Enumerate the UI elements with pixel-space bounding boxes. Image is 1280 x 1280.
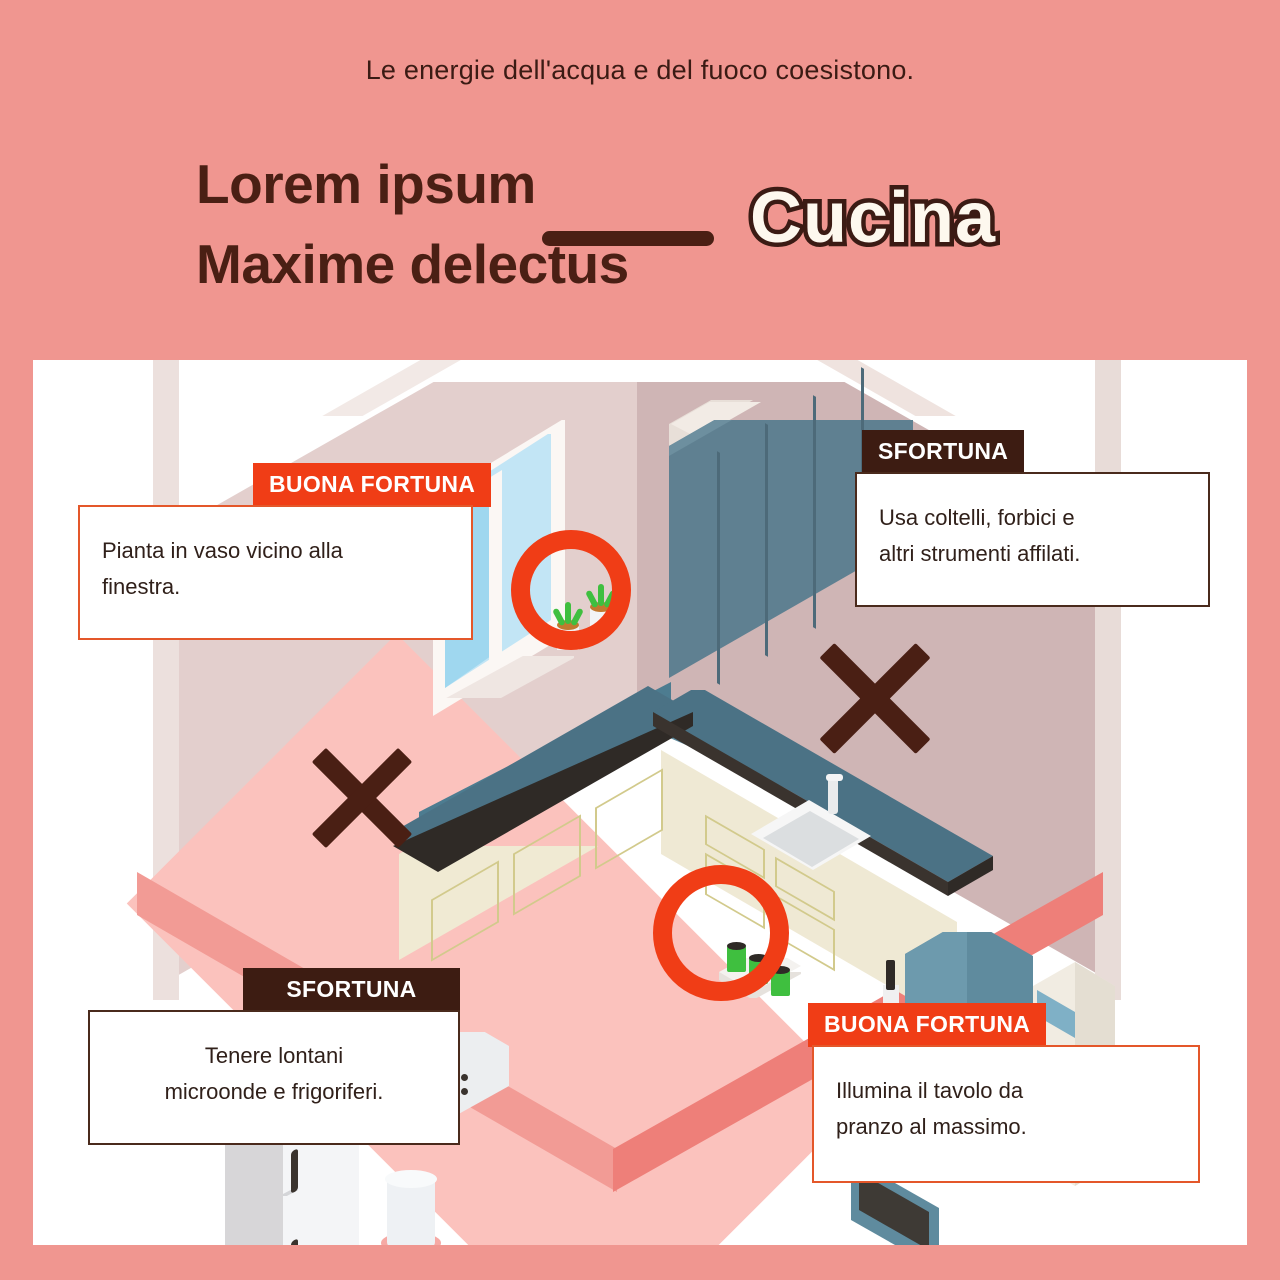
upper-cabinet-divider: [765, 423, 768, 657]
page-subtitle: Le energie dell'acqua e del fuoco coesis…: [365, 55, 915, 85]
callout-tag: BUONA FORTUNA: [253, 463, 492, 507]
callout-text: Tenere lontani microonde e frigoriferi.: [88, 1010, 460, 1145]
canister-lid: [771, 966, 790, 974]
microwave-button: [461, 1074, 468, 1081]
highlight-circle-lamp: [653, 865, 789, 1001]
knife-icon: [886, 960, 895, 990]
strikethrough-bar: [542, 231, 714, 246]
callout-tag: BUONA FORTUNA: [808, 1003, 1047, 1047]
room-title: Cucina: [745, 178, 999, 259]
callout-tag: SFORTUNA: [243, 968, 460, 1012]
callout-text: Usa coltelli, forbici e altri strumenti …: [855, 472, 1210, 607]
x-mark-sharp-tools: [813, 640, 931, 755]
page-title: Lorem ipsum Maxime delectus: [196, 153, 629, 295]
trash-can: [387, 1178, 435, 1245]
canister: [771, 970, 790, 996]
callout-tag: SFORTUNA: [862, 430, 1025, 474]
upper-cabinet-divider: [813, 395, 816, 629]
x-mark-microwave-fridge: [305, 744, 413, 849]
faucet-handle: [826, 774, 843, 781]
microwave-button: [461, 1088, 468, 1095]
cabinet-door: [595, 768, 663, 870]
callout-text: Illumina il tavolo da pranzo al massimo.: [812, 1045, 1200, 1183]
faucet: [828, 778, 838, 814]
callout-text: Pianta in vaso vicino alla finestra.: [78, 505, 473, 640]
upper-cabinet-divider: [717, 451, 720, 685]
trash-can-lid: [385, 1170, 437, 1188]
window-mullion: [489, 470, 502, 670]
refrigerator-handle: [291, 1148, 298, 1194]
highlight-circle-plants: [511, 530, 631, 650]
